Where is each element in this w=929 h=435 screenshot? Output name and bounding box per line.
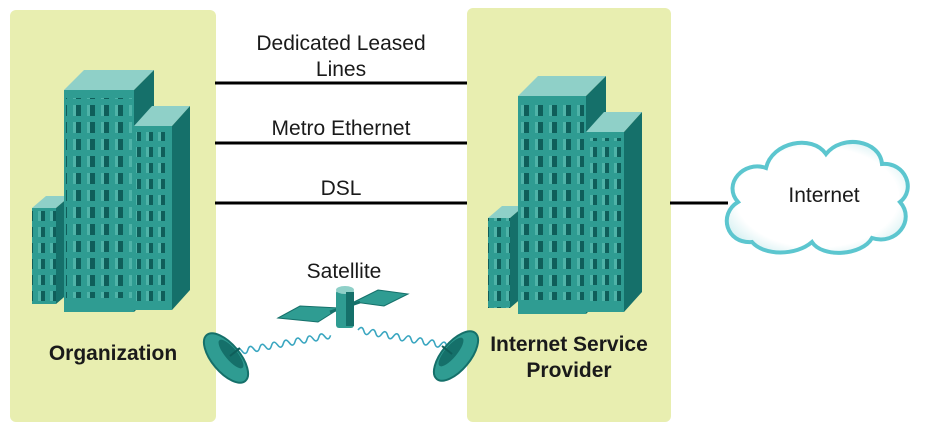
leased-lines-label-line2: Lines — [316, 58, 366, 81]
leased-lines-label-line1: Dedicated Leased — [256, 32, 425, 55]
isp-label-line1: Internet Service — [490, 333, 648, 356]
signal-wave-right — [357, 326, 448, 348]
organization-label: Organization — [49, 342, 177, 365]
metro-ethernet-label: Metro Ethernet — [272, 117, 411, 140]
dsl-label: DSL — [321, 177, 362, 200]
satellite-icon — [276, 286, 410, 328]
organization-satellite-dish-icon — [202, 332, 250, 384]
organization-building-icon — [32, 70, 190, 312]
internet-cloud-icon — [724, 139, 910, 255]
isp-building-icon — [488, 76, 642, 314]
isp-satellite-dish-icon — [432, 330, 480, 382]
isp-label-line2: Provider — [526, 359, 611, 382]
signal-wave-left — [235, 333, 332, 355]
satellite-label: Satellite — [307, 260, 382, 283]
internet-label: Internet — [788, 184, 859, 207]
